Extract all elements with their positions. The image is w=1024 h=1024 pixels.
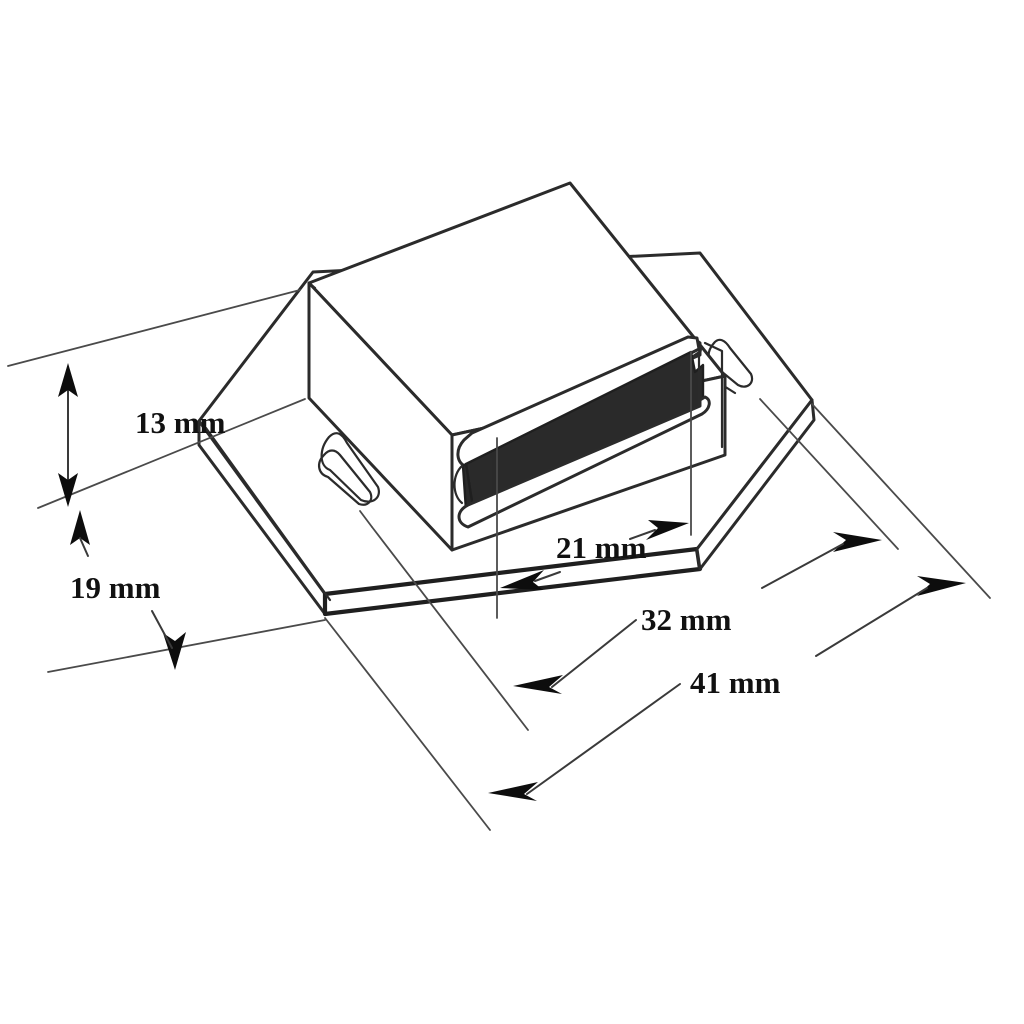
arrow-19mm-top [70, 510, 90, 545]
body-corner-detail [307, 281, 317, 290]
base-plate-right-edge [695, 398, 816, 571]
arrow-13mm-bottom [58, 473, 78, 507]
dim-label-19mm: 19 mm [70, 570, 161, 605]
dim-line-21mm-right [629, 529, 656, 540]
base-plate-left-crease [204, 426, 332, 602]
ext-line-41mm-left [324, 617, 491, 831]
dim-label-41mm: 41 mm [690, 665, 781, 700]
magnet-housing-left-return [453, 464, 464, 505]
arrow-41mm-right [917, 576, 966, 596]
left-slot-inner [318, 449, 373, 506]
ext-line-32mm-right [759, 398, 899, 550]
dim-line-41mm-right [815, 587, 928, 657]
ext-line-plate-bottom [47, 619, 326, 673]
dim-line-41mm-left [526, 683, 681, 795]
magnet-frame-right [703, 341, 724, 449]
arrow-21mm-left [500, 570, 544, 590]
arrow-32mm-right [833, 532, 882, 552]
dim-line-32mm-left [551, 619, 637, 688]
dim-line-19mm-top [79, 537, 89, 557]
arrow-41mm-left [488, 782, 538, 801]
dimension-32mm: 32 mm [371, 398, 899, 731]
ext-line-32mm-left [371, 526, 529, 731]
dim-line-21mm-left [534, 571, 561, 582]
dim-label-32mm: 32 mm [641, 602, 732, 637]
leader-left-slot [359, 510, 373, 528]
arrow-32mm-left [513, 675, 563, 694]
dimension-21mm: 21 mm [496, 351, 692, 619]
dim-label-13mm: 13 mm [135, 405, 226, 440]
dimension-13mm: 13 mm [7, 289, 306, 509]
ext-line-body-top [7, 289, 301, 367]
dim-line-32mm-right [761, 543, 844, 589]
magnet-housing-bottom-lip [457, 395, 711, 529]
dimension-41mm: 41 mm [324, 403, 991, 831]
magnet-assembly [453, 335, 724, 529]
dim-label-21mm: 21 mm [556, 530, 647, 565]
left-mounting-slot [318, 432, 380, 506]
arrow-21mm-right [646, 520, 689, 540]
ext-line-body-bottom [37, 398, 306, 509]
dim-line-19mm-bottom [151, 610, 173, 649]
dimension-19mm: 19 mm [47, 510, 326, 673]
arrow-13mm-top [58, 363, 78, 397]
ext-line-41mm-right [811, 403, 991, 599]
magnet-cap [456, 335, 701, 469]
